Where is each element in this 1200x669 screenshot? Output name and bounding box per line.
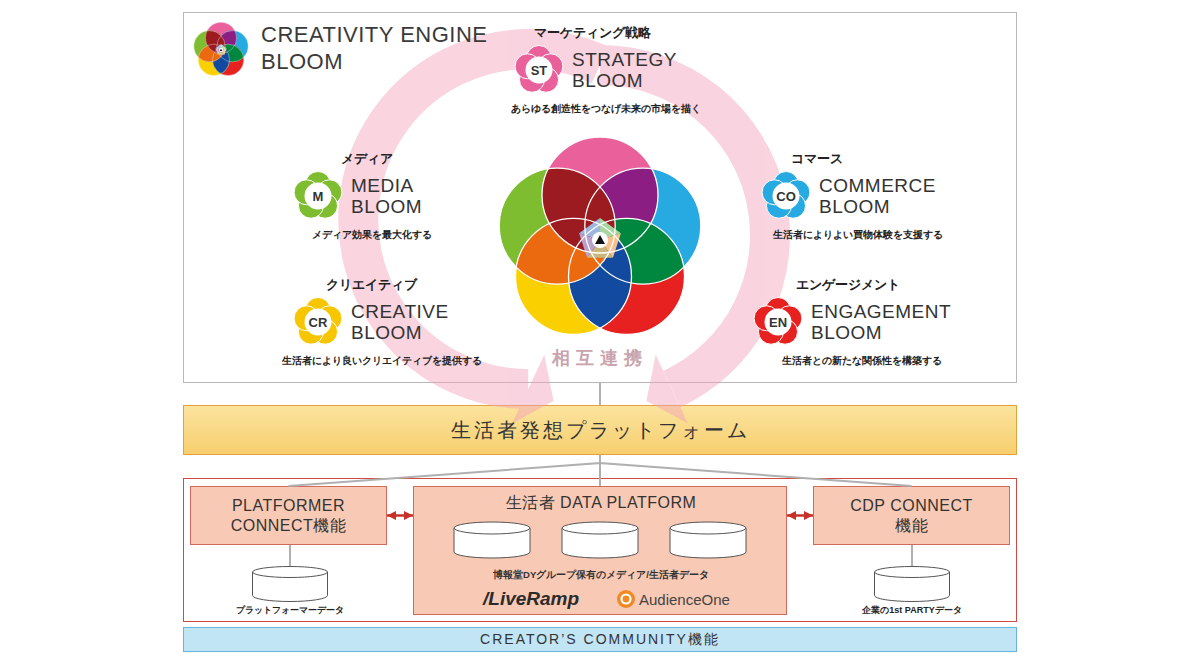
data-cylinder: プラットフォーマーデータ xyxy=(240,566,340,614)
bloom-module: エンゲージメント ENENGAGEMENT BLOOM 生活者との新たな関係性を構築… xyxy=(753,277,971,372)
connector-line xyxy=(289,455,601,486)
logo-flower xyxy=(194,22,248,75)
double-arrow xyxy=(787,514,813,517)
partner-logo: AudienceOne xyxy=(639,591,730,608)
module-description: メディア効果を最大化する xyxy=(312,229,432,241)
category-label: メディア xyxy=(341,151,393,167)
bloom-module: コマース COCOMMERCE BLOOM 生活者によりよい買物体験を支援する xyxy=(761,151,954,246)
database-symbol xyxy=(874,566,950,602)
bloom-module: マーケティング戦略STSTRATEGY BLOOMあらゆる創造性をつなげ未来の市… xyxy=(514,25,697,120)
data-label: 企業の1st PARTYデータ xyxy=(862,604,961,617)
band-title: 生活者発想プラットフォーム xyxy=(451,417,750,444)
connector-line xyxy=(599,383,601,405)
box-title: CDP CONNECT機能 xyxy=(849,496,974,536)
database-symbol xyxy=(252,566,328,602)
box-title: PLATFORMER CONNECT機能 xyxy=(214,496,364,536)
connector-line xyxy=(911,545,913,566)
module-code: CO xyxy=(761,171,811,221)
central-flower xyxy=(499,137,701,334)
box-title: 生活者 DATA PLATFORM xyxy=(414,493,788,514)
module-description: 生活者によりよい買物体験を支援する xyxy=(773,229,943,241)
connect-box: PLATFORMER CONNECT機能 xyxy=(190,486,387,545)
module-description: 生活者により良いクリエイティブを提供する xyxy=(282,355,482,367)
band-title: CREATOR’S COMMUNITY機能 xyxy=(480,631,720,649)
connector-line xyxy=(600,455,912,486)
connect-box: CDP CONNECT機能 xyxy=(813,486,1010,545)
platform-band: 生活者発想プラットフォーム xyxy=(183,405,1017,455)
partner-logo: /LiveRamp xyxy=(483,588,579,610)
category-label: エンゲージメント xyxy=(796,277,900,293)
database-top xyxy=(253,567,328,578)
database-top xyxy=(875,567,950,578)
connector-line xyxy=(599,455,601,486)
module-code: CR xyxy=(293,297,343,347)
module-code: M xyxy=(293,171,343,221)
category-label: コマース xyxy=(791,151,843,167)
module-description: 生活者との新たな関係性を構築する xyxy=(782,355,942,367)
module-name: STRATEGY BLOOM xyxy=(572,49,697,91)
mutual-label: 相互連携 xyxy=(552,346,648,370)
module-name: COMMERCE BLOOM xyxy=(819,175,954,217)
module-description: あらゆる創造性をつなげ未来の市場を描く xyxy=(511,103,701,115)
module-name: CREATIVE BLOOM xyxy=(351,301,471,343)
category-label: マーケティング戦略 xyxy=(534,25,651,41)
connector-line xyxy=(289,545,291,566)
module-code: ST xyxy=(514,45,564,95)
data-cylinder: 企業の1st PARTYデータ xyxy=(862,566,962,614)
category-label: クリエイティブ xyxy=(326,277,417,293)
data-note: 博報堂DYグループ保有のメディア/生活者データ xyxy=(414,569,788,582)
community-band: CREATOR’S COMMUNITY機能 xyxy=(183,627,1017,652)
module-name: MEDIA BLOOM xyxy=(351,175,451,217)
module-name: ENGAGEMENT BLOOM xyxy=(811,301,971,343)
engine-frame: CREATIVITY ENGINE BLOOMマーケティング戦略 STSTRATE… xyxy=(183,12,1017,383)
double-arrow xyxy=(387,514,413,517)
data-platform-box: 生活者 DATA PLATFORM 博報堂DYグループ保有のメディア/生活者データ… xyxy=(413,486,787,615)
module-code: EN xyxy=(753,297,803,347)
bloom-module: メディア MMEDIA BLOOM メディア効果を最大化する xyxy=(293,151,451,246)
data-label: プラットフォーマーデータ xyxy=(236,604,344,617)
logo-title: CREATIVITY ENGINE BLOOM xyxy=(261,21,536,75)
bloom-module: クリエイティブCRCREATIVE BLOOM生活者により良いクリエイティブを提… xyxy=(293,277,471,372)
